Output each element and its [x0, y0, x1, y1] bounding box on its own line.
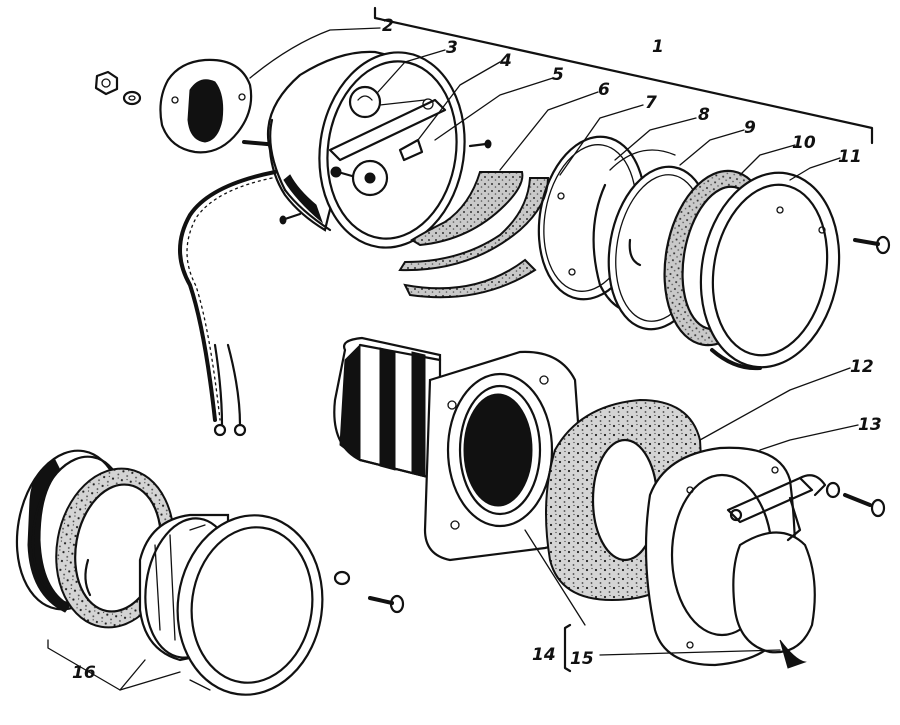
- lamp-body-cylinder: [333, 336, 442, 482]
- callout-15: 15: [570, 649, 594, 669]
- screw-icon: [468, 139, 492, 149]
- group-14-15-bracket: [524, 529, 781, 673]
- callout-12: 12: [850, 357, 874, 377]
- internal-bracket: [328, 98, 447, 162]
- callout-14: 14: [532, 645, 556, 665]
- part-15-hinged-lid: [726, 474, 827, 669]
- callout-16: 16: [72, 663, 96, 683]
- part-4-lower-bulb: [330, 159, 389, 197]
- callout-9: 9: [744, 118, 756, 138]
- callout-4: 4: [499, 51, 512, 71]
- callout-3: 3: [446, 38, 458, 58]
- part-11-bezel-rim: [699, 171, 841, 371]
- callout-6: 6: [598, 80, 610, 100]
- callout-5: 5: [552, 65, 564, 85]
- callout-2: 2: [382, 16, 394, 36]
- callout-10: 10: [792, 133, 816, 153]
- lower-washer-icon: [333, 570, 351, 586]
- callout-7: 7: [645, 93, 657, 113]
- leader-lines: [249, 27, 859, 451]
- group-16-bracket: [47, 639, 181, 691]
- callout-11: 11: [838, 147, 862, 167]
- group-1-bracket: [373, 6, 874, 145]
- hinge-bolt-icon: [825, 481, 886, 518]
- lamp-flange-plate: [423, 350, 587, 562]
- housing-rim: [318, 51, 466, 249]
- callout-8: 8: [698, 105, 710, 125]
- part-2-grommet: [159, 58, 253, 154]
- part-16-front-ring: [176, 514, 324, 696]
- part-5-contact: [398, 138, 424, 162]
- callout-1: 1: [652, 37, 664, 57]
- small-screw-icon: [279, 212, 302, 225]
- lower-screw-icon: [368, 594, 405, 614]
- callout-13: 13: [858, 415, 882, 435]
- part-3-bulb: [348, 85, 426, 119]
- washer-icon: [122, 90, 142, 106]
- part-6-felt-gasket: [398, 171, 550, 299]
- wire-harness: [178, 170, 277, 437]
- nut-icon: [94, 70, 119, 96]
- bezel-screw-icon: [853, 235, 891, 255]
